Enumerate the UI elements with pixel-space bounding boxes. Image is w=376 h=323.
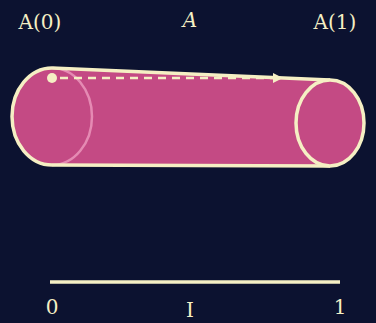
endpoint-label: A(1) <box>314 12 357 32</box>
cylinder-bottom-edge <box>52 165 330 166</box>
left-end-fill <box>12 68 92 165</box>
interval-line <box>50 280 340 284</box>
start-dot <box>47 73 57 83</box>
path-arrow <box>60 77 282 80</box>
interval-endpoint: 1 <box>334 297 347 317</box>
cylinder-top-edge <box>52 68 330 80</box>
interval-endpoint: 0 <box>46 297 59 317</box>
space-label: A <box>183 10 197 30</box>
right-end-disc <box>296 80 364 166</box>
endpoint-label: A(0) <box>19 12 62 32</box>
cylinder-body <box>52 68 330 166</box>
left-end-rim <box>12 68 52 165</box>
left-end-back-rim <box>52 68 92 165</box>
interval-label: I <box>186 300 194 320</box>
